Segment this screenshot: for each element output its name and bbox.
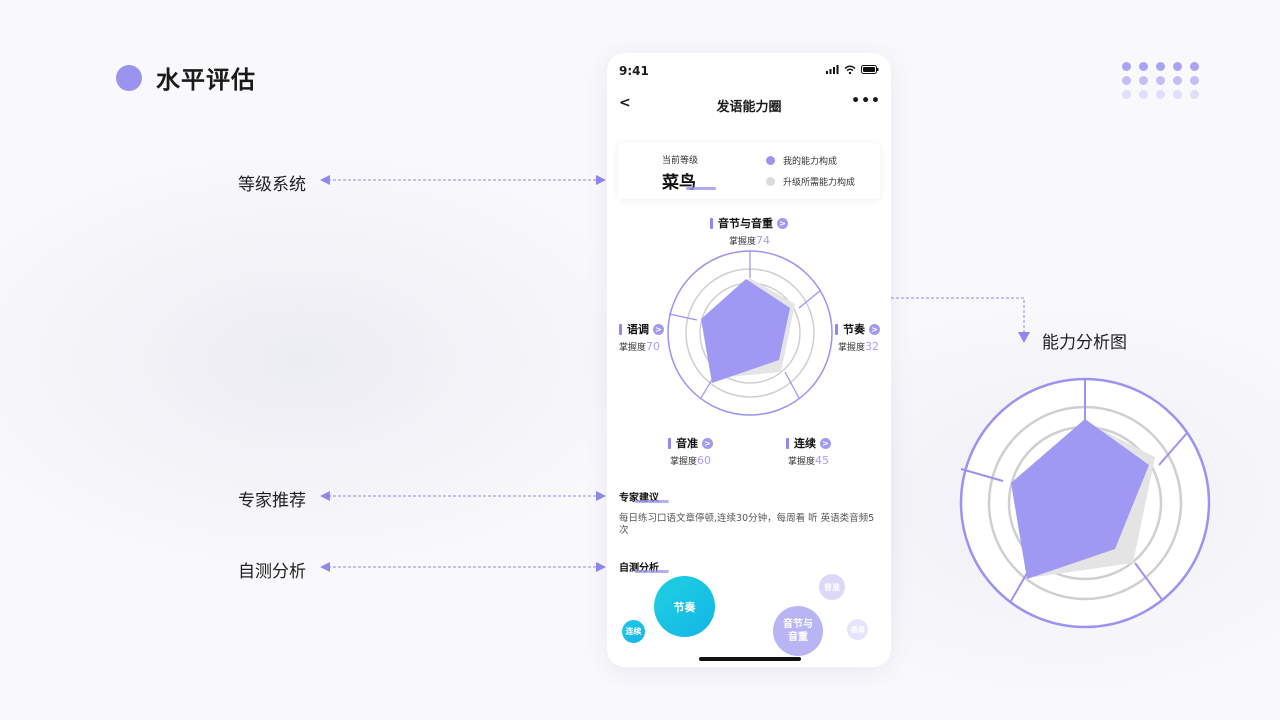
axis-rhythm[interactable]: 节奏 > 掌握度32 bbox=[835, 321, 880, 353]
legend-my-ability: 我的能力构成 bbox=[766, 154, 837, 167]
current-level-label: 当前等级 bbox=[662, 156, 699, 166]
axis-intonation-mastery: 掌握度70 bbox=[619, 340, 661, 353]
annotation-expert-recommend: 专家推荐 bbox=[238, 491, 306, 511]
axis-syllable-stress-label: 音节与音重 bbox=[718, 217, 773, 230]
legend-upgrade-ability-label: 升级所需能力构成 bbox=[783, 178, 856, 188]
bubble-syllable-stress[interactable]: 音节与音重 bbox=[773, 606, 823, 656]
chevron-right-icon: > bbox=[869, 323, 880, 335]
wifi-icon bbox=[844, 65, 856, 74]
chevron-right-icon: > bbox=[820, 437, 831, 449]
axis-syllable-stress-mastery: 掌握度74 bbox=[729, 234, 771, 247]
large-radar-chart bbox=[955, 377, 1215, 637]
axis-intonation-label: 语调 bbox=[627, 323, 649, 336]
legend-my-ability-label: 我的能力构成 bbox=[783, 157, 838, 167]
chevron-right-icon: > bbox=[653, 323, 664, 335]
annotation-self-analysis: 自测分析 bbox=[238, 562, 306, 582]
legend-upgrade-ability-swatch bbox=[766, 177, 775, 186]
page-title-text: 水平评估 bbox=[156, 66, 256, 94]
back-button[interactable]: < bbox=[619, 95, 631, 111]
expert-advice-title: 专家建议 bbox=[619, 493, 659, 504]
level-card: 当前等级 菜鸟 我的能力构成 升级所需能力构成 bbox=[618, 143, 880, 199]
annotation-level-system: 等级系统 bbox=[238, 175, 306, 195]
dot-grid-decoration bbox=[1122, 62, 1199, 99]
axis-linking[interactable]: 连续 > 掌握度45 bbox=[786, 435, 831, 467]
expert-advice-text: 每日练习口语文章停顿,连续30分钟，每周看 听 英语类音频5次 bbox=[619, 513, 875, 536]
axis-rhythm-mastery: 掌握度32 bbox=[838, 340, 880, 353]
bubble-linking[interactable]: 连续 bbox=[622, 620, 645, 643]
axis-pitch[interactable]: 音准 > 掌握度60 bbox=[668, 435, 713, 467]
status-time: 9:41 bbox=[619, 64, 649, 78]
nav-title: 发语能力圈 bbox=[716, 100, 782, 115]
chevron-right-icon: > bbox=[777, 217, 788, 229]
self-test-title: 自测分析 bbox=[619, 563, 659, 574]
title-bullet-icon bbox=[116, 64, 142, 91]
axis-pitch-mastery: 掌握度60 bbox=[670, 454, 712, 467]
more-button[interactable]: ••• bbox=[851, 93, 881, 109]
legend-my-ability-swatch bbox=[766, 156, 775, 165]
bubble-pitch[interactable]: 音准 bbox=[819, 574, 845, 600]
axis-syllable-stress[interactable]: 音节与音重 > 掌握度74 bbox=[710, 215, 788, 247]
bubble-intonation[interactable]: 语调 bbox=[847, 619, 868, 640]
axis-pitch-label: 音准 bbox=[676, 437, 698, 450]
level-underline bbox=[686, 187, 716, 190]
axis-linking-label: 连续 bbox=[794, 437, 816, 450]
expert-advice-underline bbox=[635, 500, 669, 503]
bubble-rhythm[interactable]: 节奏 bbox=[654, 576, 715, 637]
page-title: 水平评估 bbox=[116, 60, 256, 95]
chevron-right-icon: > bbox=[702, 437, 713, 449]
battery-icon bbox=[861, 65, 879, 74]
axis-intonation[interactable]: 语调 > 掌握度70 bbox=[619, 321, 664, 353]
signal-icon bbox=[826, 65, 839, 74]
phone-frame: 9:41 < 发语能力圈 ••• 当前等级 菜鸟 我的能力构成 升级所需能力构成 bbox=[607, 53, 891, 667]
status-icons bbox=[826, 65, 879, 74]
radar-chart bbox=[667, 250, 833, 416]
self-test-underline bbox=[635, 570, 669, 573]
legend-upgrade-ability: 升级所需能力构成 bbox=[766, 175, 855, 188]
axis-rhythm-label: 节奏 bbox=[843, 323, 865, 336]
axis-linking-mastery: 掌握度45 bbox=[788, 454, 830, 467]
home-indicator bbox=[699, 657, 801, 661]
annotation-ability-chart: 能力分析图 bbox=[1042, 333, 1127, 353]
